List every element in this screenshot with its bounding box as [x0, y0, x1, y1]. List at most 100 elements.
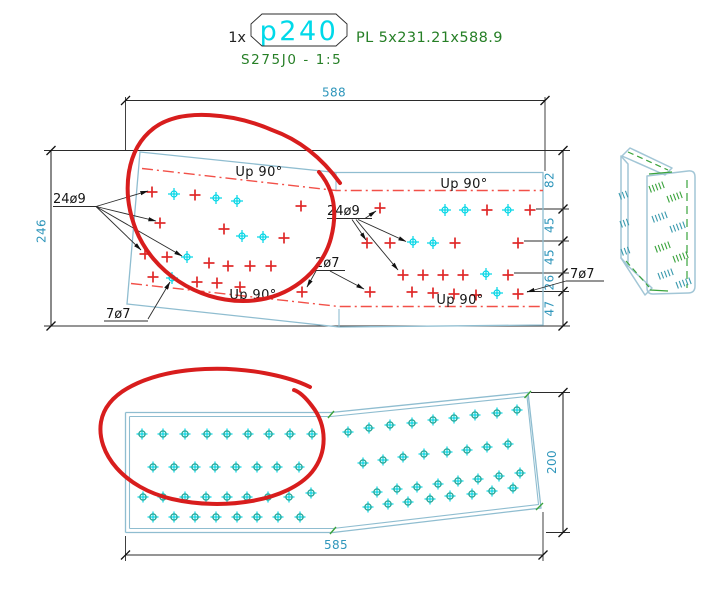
hole-label-24o9-left: 24ø9 [53, 192, 86, 207]
hole-o7-mark [491, 287, 503, 299]
hole-o7-mark [231, 195, 243, 207]
hole-mark-bottom [230, 461, 242, 473]
hole-hatch-mark [675, 277, 692, 289]
hole-hatch-mark [651, 211, 668, 223]
hole-mark-bottom [486, 485, 498, 497]
dimension-tick [46, 145, 56, 331]
hole-mark-bottom [461, 444, 473, 456]
hole-o9-mark [203, 257, 215, 269]
bend-label: Up 90° [436, 293, 483, 308]
hole-mark-bottom [189, 461, 201, 473]
hole-mark-bottom [342, 426, 354, 438]
hole-mark-bottom [441, 446, 453, 458]
hole-o9-mark [147, 271, 159, 283]
hole-mark-bottom [357, 457, 369, 469]
hole-o9-mark [457, 269, 469, 281]
dim-chain-value: 47 [543, 300, 557, 316]
hole-mark-bottom [448, 412, 460, 424]
hole-o9-mark [296, 286, 308, 298]
side-view-bend-line [649, 289, 669, 292]
hole-mark-bottom [168, 511, 180, 523]
hole-mark-bottom [200, 491, 212, 503]
part-mark: p240 [260, 16, 339, 47]
hole-o9-mark [437, 269, 449, 281]
hole-o9-mark [417, 269, 429, 281]
hole-o9-mark [384, 237, 396, 249]
hole-mark-bottom [377, 454, 389, 466]
hole-mark-bottom [382, 498, 394, 510]
hole-mark-bottom [418, 448, 430, 460]
hole-mark-bottom [271, 461, 283, 473]
dimension-tick [558, 321, 568, 331]
hole-mark-bottom [189, 511, 201, 523]
hole-o9-mark [295, 200, 307, 212]
hole-label-7o7-left: 7ø7 [106, 307, 131, 322]
hole-o9-mark [265, 260, 277, 272]
leader-arrow [351, 219, 367, 241]
hole-o9-mark [222, 260, 234, 272]
hole-mark-bottom [147, 461, 159, 473]
hole-hatch-mark [619, 218, 630, 228]
leader-arrow [306, 270, 317, 288]
fold-mark [327, 390, 544, 535]
hole-hatch-mark [666, 191, 683, 203]
hole-o7-mark [181, 251, 193, 263]
hole-hatch-mark [672, 251, 689, 263]
hole-mark-bottom [305, 487, 317, 499]
leader-arrow [95, 206, 157, 222]
hole-o9-mark [512, 237, 524, 249]
hole-mark-bottom [402, 496, 414, 508]
hole-o9-mark [244, 260, 256, 272]
hole-hatch-mark [648, 181, 665, 193]
hole-mark-bottom [406, 417, 418, 429]
side-view-hole-hatches [618, 181, 692, 289]
plate-outline-bottom-right [330, 391, 542, 534]
bottom-view: 585 200 [120, 387, 570, 561]
side-view-3d [618, 147, 696, 296]
hole-mark-bottom [251, 461, 263, 473]
hole-o9-mark [512, 288, 524, 300]
redline-circle-top [125, 112, 342, 303]
dim-height-246: 246 [35, 219, 49, 243]
hole-mark-bottom [137, 491, 149, 503]
hole-mark-bottom [209, 461, 221, 473]
dim-chain-value: 82 [543, 172, 557, 188]
hole-mark-bottom [136, 428, 148, 440]
hole-o9-mark [502, 269, 514, 281]
hole-hatch-mark [654, 241, 671, 253]
hole-o9-mark [524, 204, 536, 216]
hole-mark-bottom [251, 511, 263, 523]
hole-o9-mark [191, 276, 203, 288]
holes-o7-group [166, 188, 514, 299]
hole-o9-mark [449, 237, 461, 249]
hole-o9-mark [481, 204, 493, 216]
hole-o9-mark [234, 281, 246, 293]
hole-mark-bottom [147, 511, 159, 523]
hole-mark-bottom [210, 511, 222, 523]
dim-chain-value: 45 [543, 249, 557, 265]
hole-mark-bottom [231, 511, 243, 523]
side-view-hidden-line [627, 151, 669, 171]
material-grade-scale: S275J0 - 1:5 [241, 52, 342, 68]
hole-o9-mark [364, 286, 376, 298]
hole-o9-mark [211, 277, 223, 289]
dimension-tick [120, 95, 550, 106]
plate-inner-edge [128, 415, 333, 530]
hole-mark-bottom [427, 414, 439, 426]
hole-mark-bottom [452, 475, 464, 487]
hole-mark-bottom [466, 488, 478, 500]
hole-o7-mark [439, 204, 451, 216]
hole-o7-mark [502, 204, 514, 216]
side-view-hidden-line [625, 260, 650, 288]
hole-mark-bottom [502, 438, 514, 450]
hole-mark-bottom [444, 490, 456, 502]
hole-mark-bottom [306, 428, 318, 440]
hole-mark-bottom [481, 441, 493, 453]
header: 1x p240 PL 5x231.21x588.9 S275J0 - 1:5 [228, 13, 502, 68]
hole-mark-bottom [157, 428, 169, 440]
redline-markup [98, 112, 342, 506]
leader-arrow [95, 190, 149, 207]
hole-mark-bottom [424, 493, 436, 505]
hole-o9-mark [278, 232, 290, 244]
